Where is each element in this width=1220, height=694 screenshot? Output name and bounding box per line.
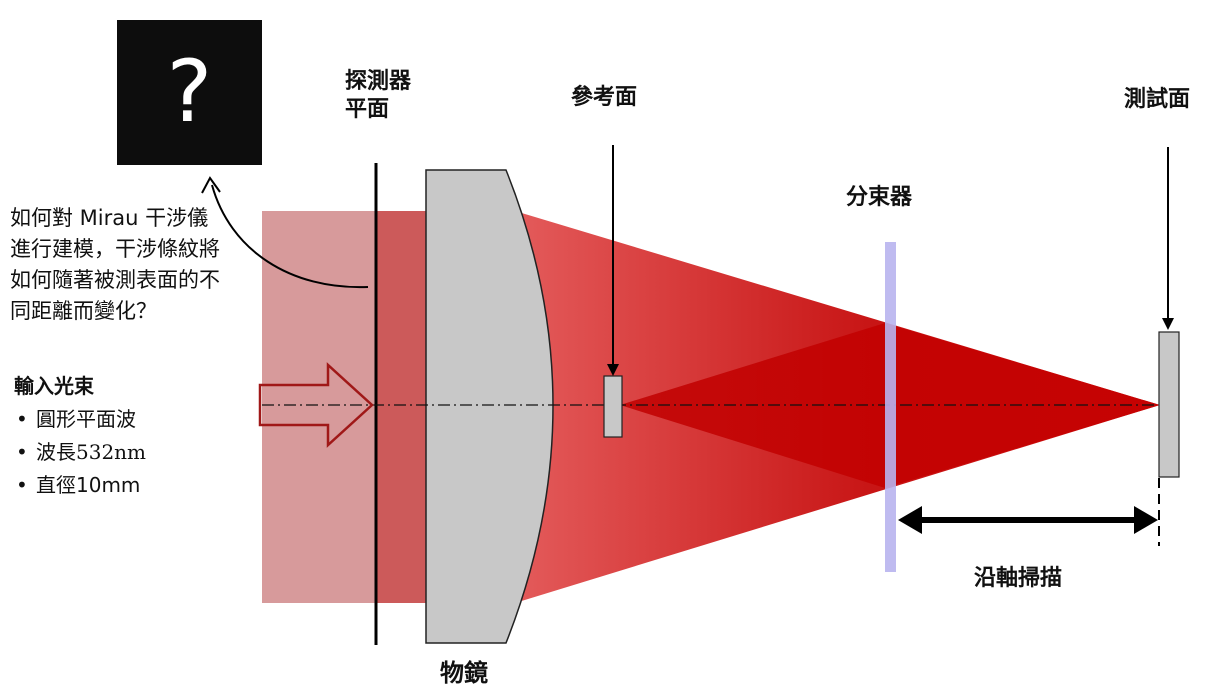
reference-surface-label: 參考面: [571, 85, 638, 110]
beam-splitter: [885, 242, 896, 572]
question-link-arrowhead: [201, 176, 221, 194]
list-item: 直徑10mm: [16, 469, 146, 502]
axial-scan-label: 沿軸掃描: [974, 566, 1063, 591]
input-beam-title: 輸入光束: [14, 374, 94, 398]
reference-surface: [603, 375, 623, 438]
beam-splitter-label: 分束器: [846, 185, 913, 210]
axial-scan-arrow-right-head: [1134, 506, 1158, 534]
question-link-arrow: [211, 184, 369, 289]
reference-pointer-head: [607, 364, 619, 376]
input-beam-list: 圓形平面波 波長532nm 直徑10mm: [14, 403, 146, 502]
objective-label: 物鏡: [440, 659, 488, 687]
question-mark-icon: ?: [117, 20, 262, 165]
test-surface-label: 測試面: [1124, 87, 1191, 112]
test-surface: [1158, 331, 1180, 478]
list-item: 波長532nm: [16, 436, 146, 469]
objective-lens: [425, 169, 554, 644]
test-pointer-head: [1162, 318, 1174, 330]
question-text: 如何對 Mirau 干涉儀進行建模，干涉條紋將如何隨著被測表面的不同距離而變化？: [10, 206, 220, 323]
axial-scan-arrow-left-head: [898, 506, 922, 534]
input-arrow-icon: [258, 362, 374, 448]
list-item: 圓形平面波: [16, 403, 146, 436]
detector-plane-label: 探測器 平面: [345, 69, 412, 122]
input-beam-info: 輸入光束 圓形平面波 波長532nm 直徑10mm: [14, 370, 146, 502]
